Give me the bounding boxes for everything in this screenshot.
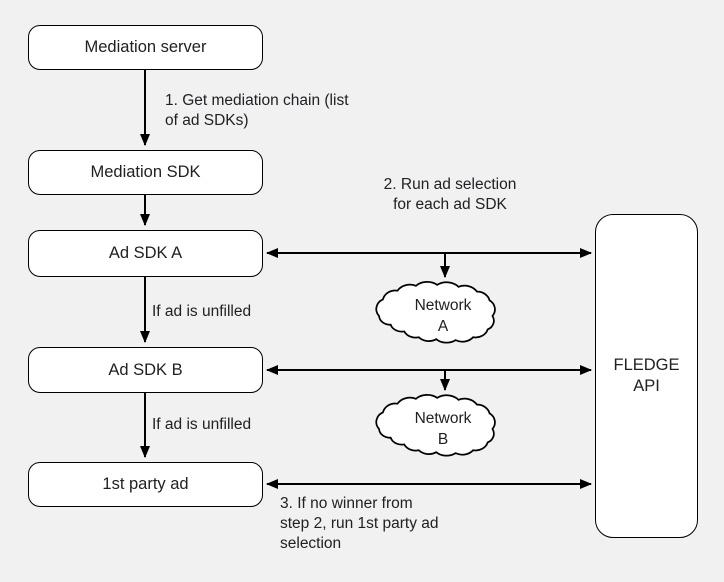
network-a-cloud: [375, 281, 496, 344]
node-ad-sdk-b: Ad SDK B: [28, 347, 263, 393]
node-mediation-sdk-label: Mediation SDK: [90, 163, 201, 181]
node-ad-sdk-b-label: Ad SDK B: [108, 360, 183, 379]
node-mediation-server: Mediation server: [28, 25, 263, 70]
node-fledge-api: FLEDGE API: [595, 214, 698, 538]
node-first-party-ad: 1st party ad: [28, 462, 263, 507]
annotation-step3: 3. If no winner from step 2, run 1st par…: [280, 495, 439, 552]
annotation-step1: 1. Get mediation chain (list of ad SDKs): [165, 92, 349, 129]
network-b-cloud: [375, 394, 496, 457]
node-ad-sdk-a: Ad SDK A: [28, 230, 263, 277]
network-a-label: Network A: [414, 297, 472, 335]
node-fledge-api-label-line1: FLEDGE: [613, 356, 680, 374]
annotation-step2: 2. Run ad selection for each ad SDK: [383, 176, 517, 213]
node-mediation-server-label: Mediation server: [84, 38, 207, 56]
network-b-label: Network B: [414, 410, 472, 448]
node-ad-sdk-a-label: Ad SDK A: [108, 244, 183, 262]
node-first-party-ad-label: 1st party ad: [102, 475, 189, 493]
annotation-unfilled-b: If ad is unfilled: [152, 416, 252, 433]
annotation-unfilled-a: If ad is unfilled: [152, 303, 252, 320]
node-mediation-sdk: Mediation SDK: [28, 150, 263, 195]
node-fledge-api-label-line2: API: [633, 377, 660, 395]
